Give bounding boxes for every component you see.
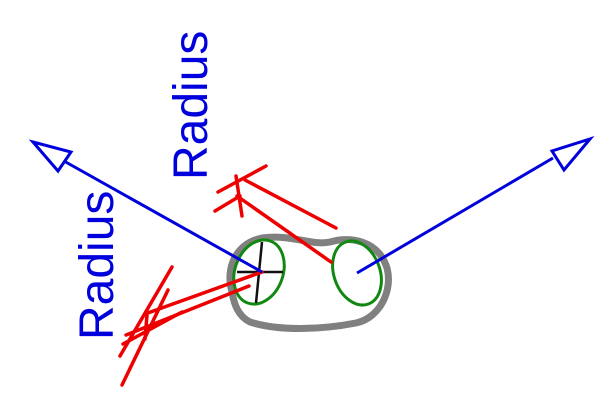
- upper-radius-label: Radius: [165, 31, 218, 180]
- axis-lines: [28, 136, 595, 275]
- lower-tick-3: [143, 313, 149, 341]
- lower-radius-label: Radius: [71, 191, 124, 340]
- lower-dimension-arm: [121, 310, 184, 346]
- left-arrow-icon: [28, 139, 74, 174]
- lower-tick: [118, 265, 174, 358]
- left-axis-line: [54, 154, 263, 274]
- lower-extension-line: [143, 270, 264, 316]
- upper-dimension-line: [243, 178, 338, 230]
- right-axis-line: [356, 156, 554, 275]
- upper-extension-line: [235, 194, 333, 264]
- right-arrow-icon: [549, 136, 595, 173]
- left-ellipse: [232, 238, 286, 306]
- right-ellipse: [331, 239, 383, 307]
- upper-dimension-arm: [216, 164, 268, 194]
- body-outline: [226, 233, 392, 332]
- dimension-lines: [118, 164, 338, 387]
- upper-tick-2: [213, 194, 242, 213]
